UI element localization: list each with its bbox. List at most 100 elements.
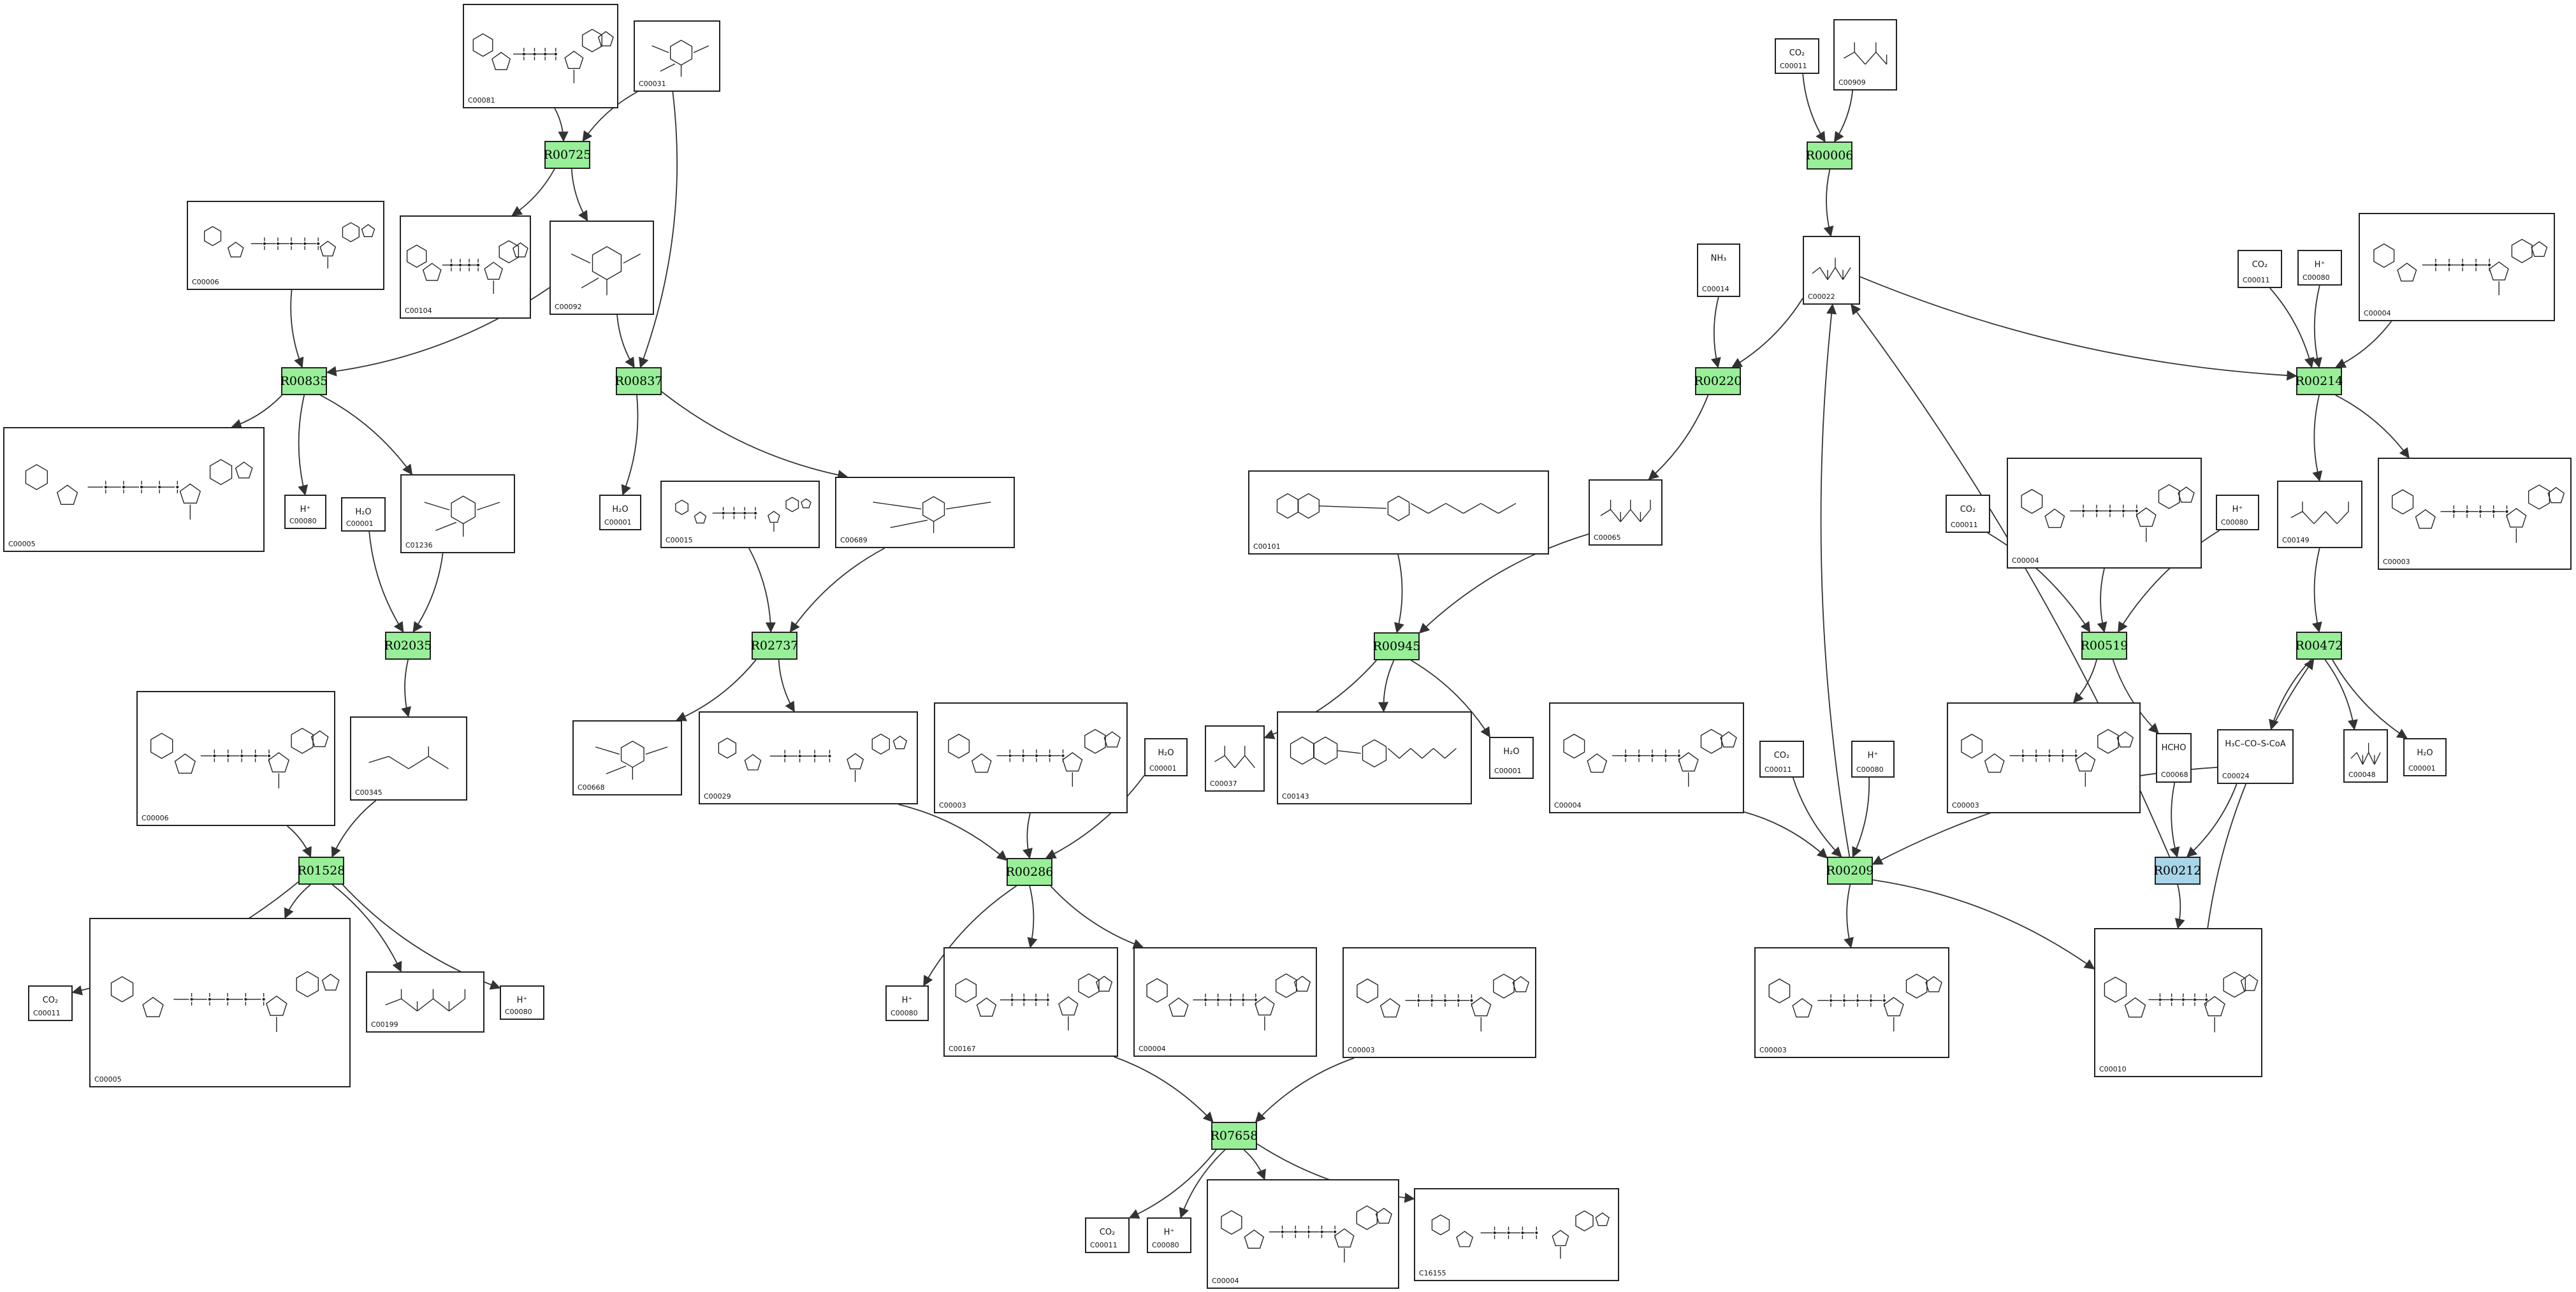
compound-node-c00004[interactable]: C00004 [1207, 1179, 1399, 1289]
compound-node-c00080[interactable]: H⁺C00080 [2297, 250, 2342, 286]
structure-stroke [753, 511, 757, 515]
reaction-node-r00209[interactable]: R00209 [1826, 857, 1874, 885]
compound-node-c00909[interactable]: C00909 [1833, 19, 1897, 91]
compound-node-c00003[interactable]: C00003 [1754, 947, 1949, 1058]
compound-formula: HCHO [2161, 743, 2187, 753]
reaction-node-r00835[interactable]: R00835 [280, 367, 328, 395]
compound-node-c00029[interactable]: C00029 [699, 711, 918, 804]
structure-drawing [203, 222, 375, 269]
structure-stroke [693, 45, 709, 54]
compound-node-c00003[interactable]: C00003 [2378, 458, 2572, 570]
compound-node-c00006[interactable]: C00006 [136, 691, 335, 826]
structure-stroke [828, 755, 831, 758]
reaction-node-r00006[interactable]: R00006 [1806, 142, 1853, 170]
reaction-node-r00725[interactable]: R00725 [544, 141, 591, 169]
compound-node-c00689[interactable]: C00689 [835, 477, 1015, 548]
structure-stroke [2178, 486, 2195, 503]
compound-node-c00065[interactable]: C00065 [1589, 479, 1663, 546]
compound-node-c00022[interactable]: C00022 [1803, 236, 1860, 305]
reaction-node-r00837[interactable]: R00837 [615, 367, 662, 395]
edge-c011c-to-R00006 [1802, 73, 1826, 143]
reaction-node-r02035[interactable]: R02035 [384, 632, 432, 660]
compound-node-c00092[interactable]: C00092 [549, 221, 654, 315]
reaction-node-r07658[interactable]: R07658 [1211, 1122, 1258, 1150]
compound-node-c00015[interactable]: C00015 [660, 481, 820, 548]
compound-node-c00080[interactable]: H⁺C00080 [885, 985, 929, 1021]
compound-id-label: C00668 [578, 783, 605, 792]
compound-node-c00005[interactable]: C00005 [3, 427, 265, 552]
compound-node-c01236[interactable]: C01236 [400, 474, 515, 553]
compound-node-c00080[interactable]: H⁺C00080 [1851, 741, 1895, 778]
compound-formula: CO₂ [42, 996, 59, 1005]
compound-node-c00048[interactable]: C00048 [2343, 729, 2388, 783]
reaction-node-r00519[interactable]: R00519 [2081, 632, 2128, 660]
reaction-node-r00214[interactable]: R00214 [2296, 367, 2343, 395]
compound-formula: H₂O [1503, 747, 1520, 757]
compound-formula: CO₂ [1099, 1228, 1116, 1237]
compound-node-c16155[interactable]: C16155 [1414, 1188, 1619, 1281]
structure-stroke [1720, 731, 1737, 748]
compound-node-c00004[interactable]: C00004 [1549, 702, 1744, 813]
compound-node-c00345[interactable]: C00345 [350, 716, 467, 801]
reaction-node-r00472[interactable]: R00472 [2296, 632, 2343, 660]
compound-node-c00003[interactable]: C00003 [1947, 702, 2141, 813]
compound-node-c00010[interactable]: C00010 [2094, 928, 2262, 1077]
compound-node-c00080[interactable]: H⁺C00080 [1147, 1217, 1191, 1253]
structure-stroke [2336, 511, 2349, 525]
compound-node-c00006[interactable]: C00006 [187, 201, 384, 290]
compound-node-c00003[interactable]: C00003 [934, 702, 1128, 813]
reaction-node-r02737[interactable]: R02737 [751, 632, 798, 660]
edge-c909-to-R00006 [1833, 90, 1854, 143]
compound-id-label: C16155 [1419, 1269, 1446, 1277]
compound-node-c00199[interactable]: C00199 [366, 971, 484, 1033]
compound-node-c00080[interactable]: H⁺C00080 [2216, 495, 2259, 530]
compound-node-c00037[interactable]: C00037 [1205, 725, 1265, 792]
compound-node-c00104[interactable]: C00104 [400, 215, 531, 319]
compound-id-label: C00003 [939, 801, 966, 809]
structure-stroke [1498, 503, 1517, 514]
reaction-node-r00212[interactable]: R00212 [2154, 857, 2201, 885]
compound-node-c00005[interactable]: C00005 [89, 918, 351, 1087]
compound-node-c00003[interactable]: C00003 [1343, 947, 1536, 1058]
compound-node-c00101[interactable]: C00101 [1248, 470, 1549, 555]
compound-node-c00004[interactable]: C00004 [2359, 213, 2555, 321]
reaction-node-r00945[interactable]: R00945 [1373, 632, 1420, 660]
reaction-node-r00220[interactable]: R00220 [1694, 367, 1742, 395]
compound-node-c00149[interactable]: C00149 [2277, 481, 2362, 548]
compound-node-c00004[interactable]: C00004 [2007, 458, 2202, 569]
compound-node-c00080[interactable]: H⁺C00080 [284, 495, 326, 529]
structure-stroke [2124, 997, 2146, 1018]
reaction-node-r01528[interactable]: R01528 [298, 857, 345, 885]
edge-R00214-to-c149 [2312, 395, 2323, 482]
compound-node-c00080[interactable]: H⁺C00080 [500, 985, 544, 1020]
structure-stroke [1664, 754, 1668, 757]
reaction-node-r00286[interactable]: R00286 [1006, 858, 1053, 886]
compound-node-c00031[interactable]: C00031 [634, 20, 720, 92]
edge-c1236-to-R02035 [412, 553, 444, 633]
compound-node-c00668[interactable]: C00668 [572, 720, 682, 795]
structure-stroke [2461, 263, 2464, 266]
structure-stroke [2204, 996, 2225, 1017]
compound-node-c00004[interactable]: C00004 [1133, 947, 1317, 1057]
compound-node-c00081[interactable]: C00081 [463, 4, 618, 108]
compound-node-c00167[interactable]: C00167 [943, 947, 1118, 1057]
compound-node-c00143[interactable]: C00143 [1277, 711, 1472, 804]
structure-stroke [955, 978, 977, 1003]
edge-R00472-to-c024 [2269, 659, 2312, 730]
structure-stroke [1095, 975, 1113, 992]
structure-stroke [321, 973, 340, 991]
